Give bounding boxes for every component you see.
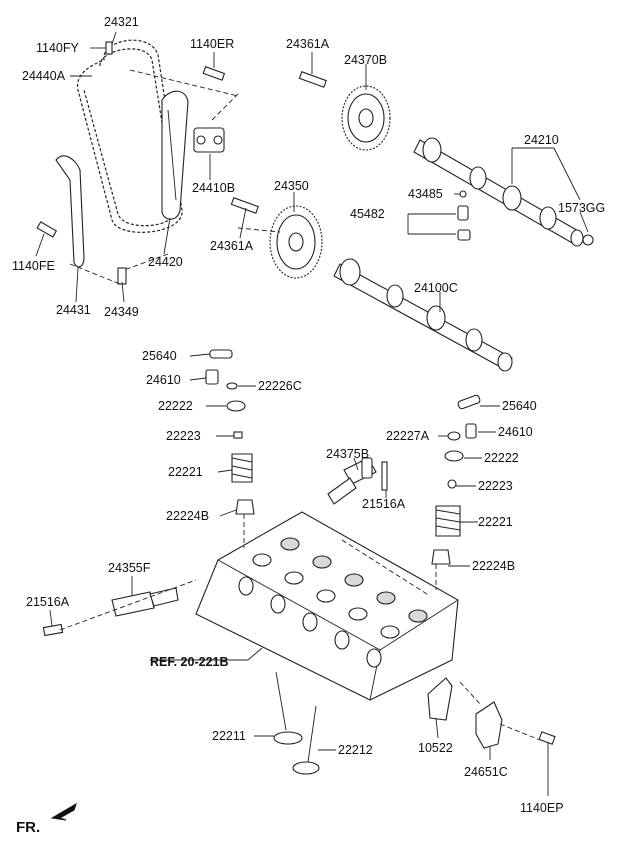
label-22212: 22212 xyxy=(338,743,373,757)
head-port xyxy=(270,594,286,614)
label-24350: 24350 xyxy=(274,179,309,193)
reference-label: REF. 20-221B xyxy=(150,655,229,669)
camshaft-exhaust xyxy=(333,258,513,372)
label-22222-left: 22222 xyxy=(158,399,193,413)
label-24610-left: 24610 xyxy=(146,373,181,387)
arrow-down-left-icon xyxy=(50,802,77,821)
head-port xyxy=(408,609,428,623)
intake-valve xyxy=(273,671,303,745)
label-24440A: 24440A xyxy=(22,69,66,83)
label-21516A-mid: 21516A xyxy=(362,497,406,511)
sprocket-bolts xyxy=(230,71,327,214)
label-10522: 10522 xyxy=(418,741,453,755)
label-24431: 24431 xyxy=(56,303,91,317)
part-labels: 24321 1140FY 24440A 1140ER 24361A 24370B… xyxy=(12,15,605,815)
head-port xyxy=(344,573,364,587)
bolts-chain-area xyxy=(36,41,226,285)
label-1140FE: 1140FE xyxy=(12,259,55,273)
label-24321: 24321 xyxy=(104,15,139,29)
label-24610-right: 24610 xyxy=(498,425,533,439)
head-port xyxy=(280,537,300,551)
label-24375B: 24375B xyxy=(326,447,369,461)
head-port xyxy=(380,625,400,639)
exhaust-cam-sprocket xyxy=(269,205,323,279)
camshaft-intake xyxy=(413,137,584,247)
label-22223-left: 22223 xyxy=(166,429,201,443)
label-22221-right: 22221 xyxy=(478,515,513,529)
label-22224B-left: 22224B xyxy=(166,509,209,523)
valvetrain-left xyxy=(205,349,255,515)
label-22211: 22211 xyxy=(212,729,246,743)
head-port xyxy=(302,612,318,632)
label-22222-right: 22222 xyxy=(484,451,519,465)
label-43485: 43485 xyxy=(408,187,443,201)
label-22223-right: 22223 xyxy=(478,479,513,493)
head-port xyxy=(252,553,272,567)
valvetrain-right xyxy=(431,394,481,565)
oil-control-valve-left xyxy=(42,587,179,637)
head-port xyxy=(376,591,396,605)
cover-24651C xyxy=(475,701,556,749)
label-24349: 24349 xyxy=(104,305,139,319)
label-24410B: 24410B xyxy=(192,181,235,195)
label-1140ER: 1140ER xyxy=(190,37,234,51)
label-21516A-left: 21516A xyxy=(26,595,70,609)
label-24370B: 24370B xyxy=(344,53,387,67)
label-22224B-right: 22224B xyxy=(472,559,515,573)
front-label: FR. xyxy=(16,819,40,836)
label-24355F: 24355F xyxy=(108,561,151,575)
cylinder-head xyxy=(195,511,459,701)
oil-control-valve-center xyxy=(327,457,388,505)
oil-check-valve-parts xyxy=(457,190,594,246)
head-port xyxy=(238,576,254,596)
label-24210: 24210 xyxy=(524,133,559,147)
label-25640-right: 25640 xyxy=(502,399,537,413)
chain-tensioner-guide xyxy=(161,90,189,220)
intake-cam-sprocket xyxy=(341,85,391,151)
label-24361A-mid: 24361A xyxy=(210,239,254,253)
exhaust-valve xyxy=(292,705,320,775)
head-port xyxy=(312,555,332,569)
label-22227A: 22227A xyxy=(386,429,430,443)
label-24651C: 24651C xyxy=(464,765,508,779)
head-port xyxy=(316,589,336,603)
head-port xyxy=(366,648,382,668)
chain-tensioner xyxy=(193,127,225,153)
label-22226C: 22226C xyxy=(258,379,302,393)
label-24100C: 24100C xyxy=(414,281,458,295)
bracket-10522 xyxy=(427,677,453,721)
chain-guide-left xyxy=(55,155,85,268)
leader-lines xyxy=(35,31,589,796)
label-22221-left: 22221 xyxy=(168,465,203,479)
front-indicator: FR. xyxy=(16,802,77,836)
label-24420: 24420 xyxy=(148,255,183,269)
head-port xyxy=(284,571,304,585)
label-1140FY: 1140FY xyxy=(36,41,80,55)
head-port xyxy=(334,630,350,650)
label-1140EP: 1140EP xyxy=(520,801,564,815)
label-1573GG: 1573GG xyxy=(558,201,605,215)
label-45482: 45482 xyxy=(350,207,385,221)
label-25640-left: 25640 xyxy=(142,349,177,363)
head-port xyxy=(348,607,368,621)
label-24361A-top: 24361A xyxy=(286,37,330,51)
